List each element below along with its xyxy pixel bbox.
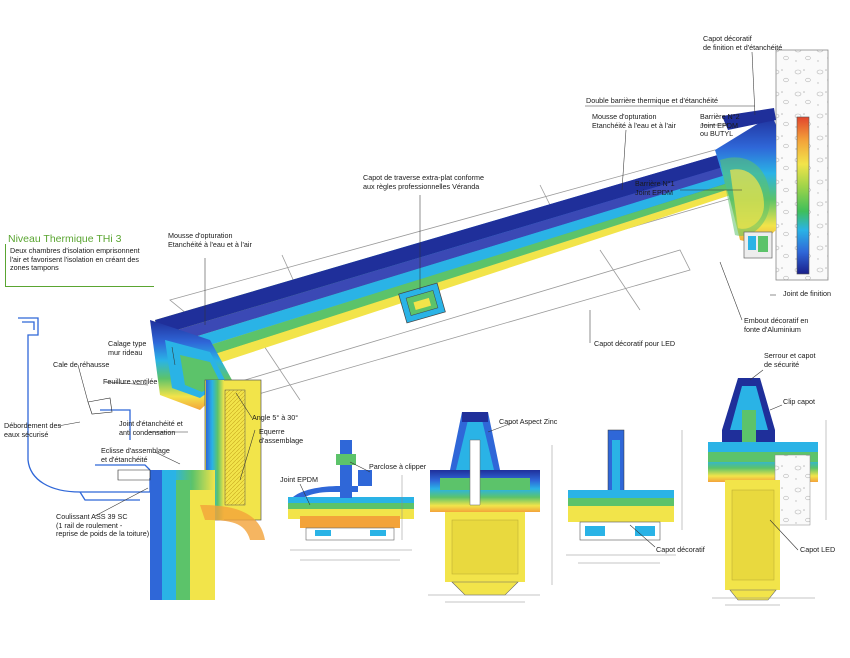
thermal-level-title: Niveau Thermique THi 3 [8,233,122,245]
label-capot-led-main: Capot décoratif pour LED [594,339,676,348]
section-capot-led [708,378,818,601]
label-serrou: Serrour et capot de sécurité [764,351,816,369]
label-capot-zinc: Capot Aspect Zinc [499,417,558,426]
label-capot-led: Capot LED [800,545,836,554]
label-barriere-2: Barrière N°2 Joint EPDM ou BUTYL [700,112,740,139]
temperature-scale [796,116,810,275]
mid-traverse-capot [398,282,446,324]
label-joint-etancheite: Joint d'étanchéité et anti condensation [119,419,183,437]
thermal-level-bracket [5,244,154,287]
gutter-details [87,397,151,481]
label-joint-finition: Joint de finition [783,289,831,298]
label-angle: Angle 5° à 30° [252,413,299,422]
label-eclisse: Eclisse d'assemblage et d'étanchéité [101,446,170,464]
section-capot-decoratif [568,429,674,541]
dimension-lines [290,420,827,606]
upper-junction [715,108,776,259]
label-capot-decoratif-finition: Capot décoratif de finition et d'étanché… [703,34,783,52]
label-double-barriere: Double barrière thermique et d'étanchéit… [586,96,719,105]
label-debordement: Débordement des eaux sécurisé [4,421,62,439]
label-cale-rehausse: Cale de réhausse [53,360,110,369]
section-capot-zinc [430,412,540,596]
label-barriere-1: Barrière N°1 Joint EPDM [635,179,675,197]
label-joint-epdm: Joint EPDM [280,475,318,484]
label-parclose: Parclose à clipper [369,462,427,471]
label-feuillure: Feuillure ventilée [103,377,158,386]
label-capot-decoratif: Capot décoratif [656,545,705,554]
label-clip-capot: Clip capot [783,397,815,406]
leader-lines [57,51,799,551]
label-embout-decoratif: Embout décoratif en fonte d'Aluminium [744,316,809,334]
gutter-profile [18,317,151,501]
section-parclose [288,440,414,541]
label-calage: Calage type mur rideau [108,339,147,357]
label-equerre: Equerre d'assemblage [259,427,304,445]
label-mousse-top: Mousse d'opturation Etanchéité à l'eau e… [592,112,676,130]
label-capot-traverse: Capot de traverse extra-plat conforme au… [363,173,485,191]
gutter-junction [150,320,265,600]
thermal-level-description: Deux chambres d'isolation emprisonnent l… [10,246,140,273]
label-mousse-left: Mousse d'opturation Etanchéité à l'eau e… [168,231,252,249]
label-coulissant: Coulissant ASS 39 SC (1 rail de roulemen… [56,512,150,539]
sloped-roof-profile [155,150,746,395]
